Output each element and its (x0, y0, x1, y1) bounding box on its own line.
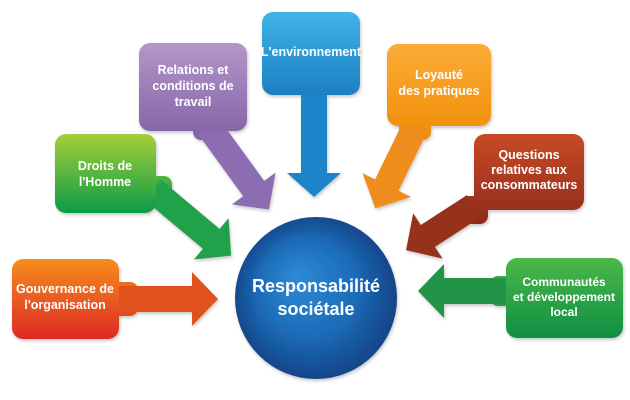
topic-droits-label-line-0: Droits de (78, 159, 132, 173)
topic-questions-label-line-0: Questions (498, 148, 559, 162)
environnement-arrow (287, 92, 341, 197)
loyaute-arrow (362, 117, 429, 209)
topic-droits-label-line-1: l'Homme (79, 175, 131, 189)
droits-arrow (144, 180, 232, 260)
communautes-arrow (418, 264, 506, 318)
topic-droits: Droits de l'Homme (55, 134, 232, 260)
topic-loyaute: Loyauté des pratiques (362, 44, 491, 209)
center-circle (235, 217, 397, 379)
topic-gouvernance-label-line-0: Gouvernance de (16, 282, 114, 296)
topic-questions: Questions relatives aux consommateurs (406, 134, 584, 259)
topic-gouvernance-label-line-1: l'organisation (24, 298, 105, 312)
center-node: Responsabilité sociétale (235, 217, 397, 379)
gouvernance-arrow (115, 272, 218, 326)
center-label-line-0: Responsabilité (252, 276, 380, 296)
topic-environnement-box (262, 12, 360, 95)
relations-arrow (198, 119, 276, 210)
topic-relations: Relations et conditions de travail (139, 43, 276, 210)
topic-questions-box (474, 134, 584, 210)
topic-communautes: Communautés et développement local (418, 258, 623, 338)
topic-relations-label-line-1: conditions de (152, 79, 233, 93)
topic-communautes-label-line-0: Communautés (522, 275, 606, 289)
topic-loyaute-label-line-0: Loyauté (415, 68, 463, 82)
topic-gouvernance: Gouvernance de l'organisation (12, 259, 218, 339)
topic-loyaute-box (387, 44, 491, 126)
topic-relations-label-line-2: travail (175, 95, 212, 109)
topic-communautes-label-line-1: et développement (513, 290, 615, 304)
center-label-line-1: sociétale (277, 299, 354, 319)
topic-communautes-label-line-2: local (550, 305, 577, 319)
topic-loyaute-label-line-1: des pratiques (398, 84, 479, 98)
topic-environnement: L'environnement (261, 12, 362, 197)
topic-gouvernance-box (12, 259, 119, 339)
topic-relations-label-line-0: Relations et (158, 63, 230, 77)
topic-questions-label-line-2: consommateurs (481, 178, 578, 192)
topic-environnement-label-line-0: L'environnement (261, 45, 362, 59)
questions-arrow (406, 195, 482, 259)
topic-communautes-box (506, 258, 623, 338)
topic-questions-label-line-1: relatives aux (491, 163, 567, 177)
topic-relations-box (139, 43, 247, 131)
topic-droits-box (55, 134, 156, 213)
